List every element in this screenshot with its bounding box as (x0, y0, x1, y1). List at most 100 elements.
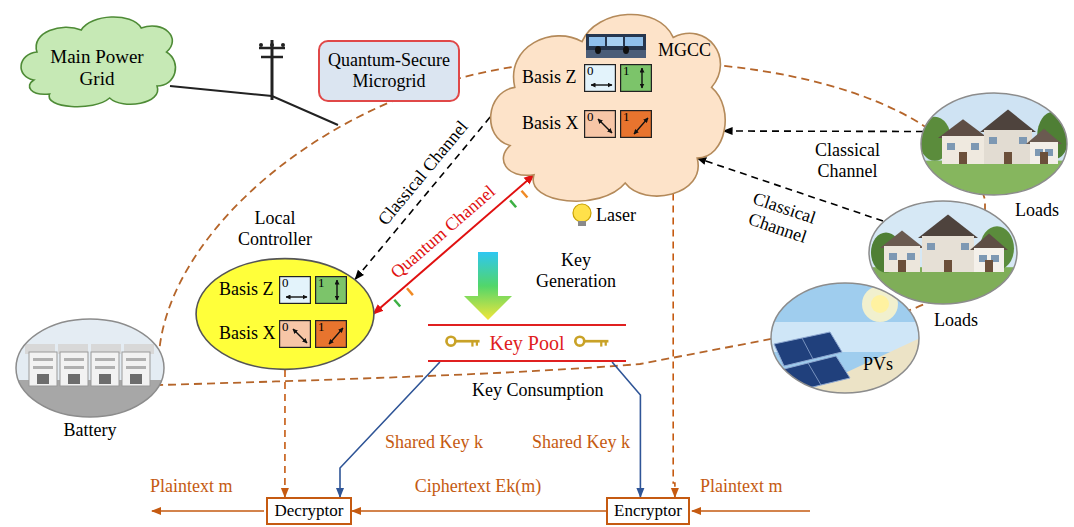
operator (623, 46, 629, 54)
cloud-label: Main Power Grid (40, 46, 154, 90)
basis-square: 0 (584, 110, 616, 138)
photon-mark (407, 288, 413, 295)
basis-square: 0 (279, 276, 311, 304)
basis-bit: 1 (318, 276, 325, 291)
key-generation-arrow (464, 252, 512, 320)
sky (15, 318, 165, 418)
box-label: Quantum-Secure Microgrid (326, 50, 452, 91)
polarization-arrow (634, 118, 648, 134)
battery-container (91, 352, 119, 386)
houses-photo (868, 200, 1018, 305)
house-wall (942, 136, 984, 164)
basis-square: 0 (279, 320, 311, 348)
battery-circle: Battery (15, 318, 165, 418)
houses-scene (920, 92, 1068, 196)
house-roof (880, 230, 924, 248)
laser-label: Laser (596, 205, 636, 226)
battery-door (99, 374, 111, 384)
house-door (985, 260, 993, 272)
pole-insulator (281, 43, 285, 47)
battery-vent (126, 358, 146, 361)
basis-square: 1 (620, 64, 652, 92)
operator (595, 46, 601, 54)
battery-vent (64, 358, 84, 361)
battery-container (122, 352, 150, 386)
edge-label-holder: Shared Key k (385, 432, 483, 453)
house-window (927, 243, 935, 250)
photon-mark (510, 200, 516, 207)
basis-square-fill (280, 277, 311, 304)
node-caption: Loads (934, 310, 978, 331)
polarization-arrow (641, 68, 642, 88)
pole-insulator (270, 43, 274, 47)
houses-photo (919, 92, 1069, 196)
encryptor-box: Encryptor (606, 497, 690, 525)
basis-bit-holder: 1 (623, 64, 630, 79)
mgcc-photo (486, 0, 726, 208)
mgcc-cloud: MGCCBasis ZBasis X0101 (486, 0, 726, 208)
house-door (1040, 152, 1048, 164)
signal-label: Plaintext m (700, 476, 783, 497)
node-caption: Loads (1015, 200, 1059, 221)
panel-grid (808, 363, 821, 385)
house-door (898, 260, 906, 272)
process-label-holder: Key Consumption (472, 380, 604, 401)
pv-circle: PVs (770, 282, 920, 394)
house-window (971, 143, 979, 150)
house-window (907, 253, 915, 260)
sky (770, 282, 920, 394)
basis-square-fill (316, 321, 347, 348)
laser-bulb (573, 204, 591, 226)
node-caption-holder: Loads (934, 310, 978, 331)
node-caption-holder: Loads (1015, 200, 1059, 221)
basis-label: Basis X (219, 323, 276, 344)
house-window (947, 143, 955, 150)
basis-label: Basis Z (522, 67, 577, 88)
house-wall (984, 130, 1032, 164)
plaintext-in-arrow (692, 510, 810, 512)
edge-label: Classical Channel (729, 183, 832, 253)
houses-scene (868, 200, 1018, 305)
node-caption: PVs (863, 354, 893, 375)
box-label: Encryptor (614, 501, 682, 521)
solar-panel (780, 356, 850, 392)
grid-cloud: Main Power Grid (18, 10, 176, 110)
basis-square: 1 (315, 320, 347, 348)
house-roof (938, 119, 988, 138)
pv-photo (770, 282, 920, 394)
battery-scene (15, 318, 165, 418)
basis-square-fill (585, 111, 616, 138)
power-line (170, 86, 338, 125)
ellipse-outline (196, 259, 374, 370)
photo-frame (921, 93, 1067, 195)
basis-bit: 1 (623, 64, 630, 79)
basis-square-fill (621, 111, 652, 138)
polarization-arrow (598, 119, 612, 133)
node-caption-holder: Battery (15, 420, 165, 441)
photo-frame (16, 319, 164, 417)
edge-label-holder: Shared Key k (532, 432, 630, 453)
basis-square-fill (585, 65, 616, 92)
basis-bit-holder: 0 (282, 320, 289, 335)
basis-bit: 0 (587, 110, 594, 125)
sky (868, 200, 1018, 305)
key-tooth (471, 341, 473, 346)
basis-label: Basis X (522, 113, 579, 134)
basis-bit-holder: 0 (587, 110, 594, 125)
local-controller-ellipse: Local ControllerBasis ZBasis X0101 (195, 258, 375, 370)
box-label: Decryptor (275, 501, 344, 521)
battery-vent (126, 366, 146, 369)
key-tooth (476, 341, 478, 345)
polarization-arrow (336, 280, 337, 300)
node-caption: Battery (15, 420, 165, 441)
basis-bit-holder: 1 (318, 276, 325, 291)
node-heading: MGCC (658, 40, 711, 61)
node-heading-holder: MGCC (658, 40, 711, 61)
control-desk (586, 50, 646, 58)
ellipse-shape (195, 258, 375, 370)
edge-label-holder: Classical Channel (729, 183, 832, 253)
battery-container (29, 352, 57, 386)
bulb-glass (573, 204, 591, 222)
basis-bit: 0 (282, 320, 289, 335)
control-screen (607, 37, 623, 46)
